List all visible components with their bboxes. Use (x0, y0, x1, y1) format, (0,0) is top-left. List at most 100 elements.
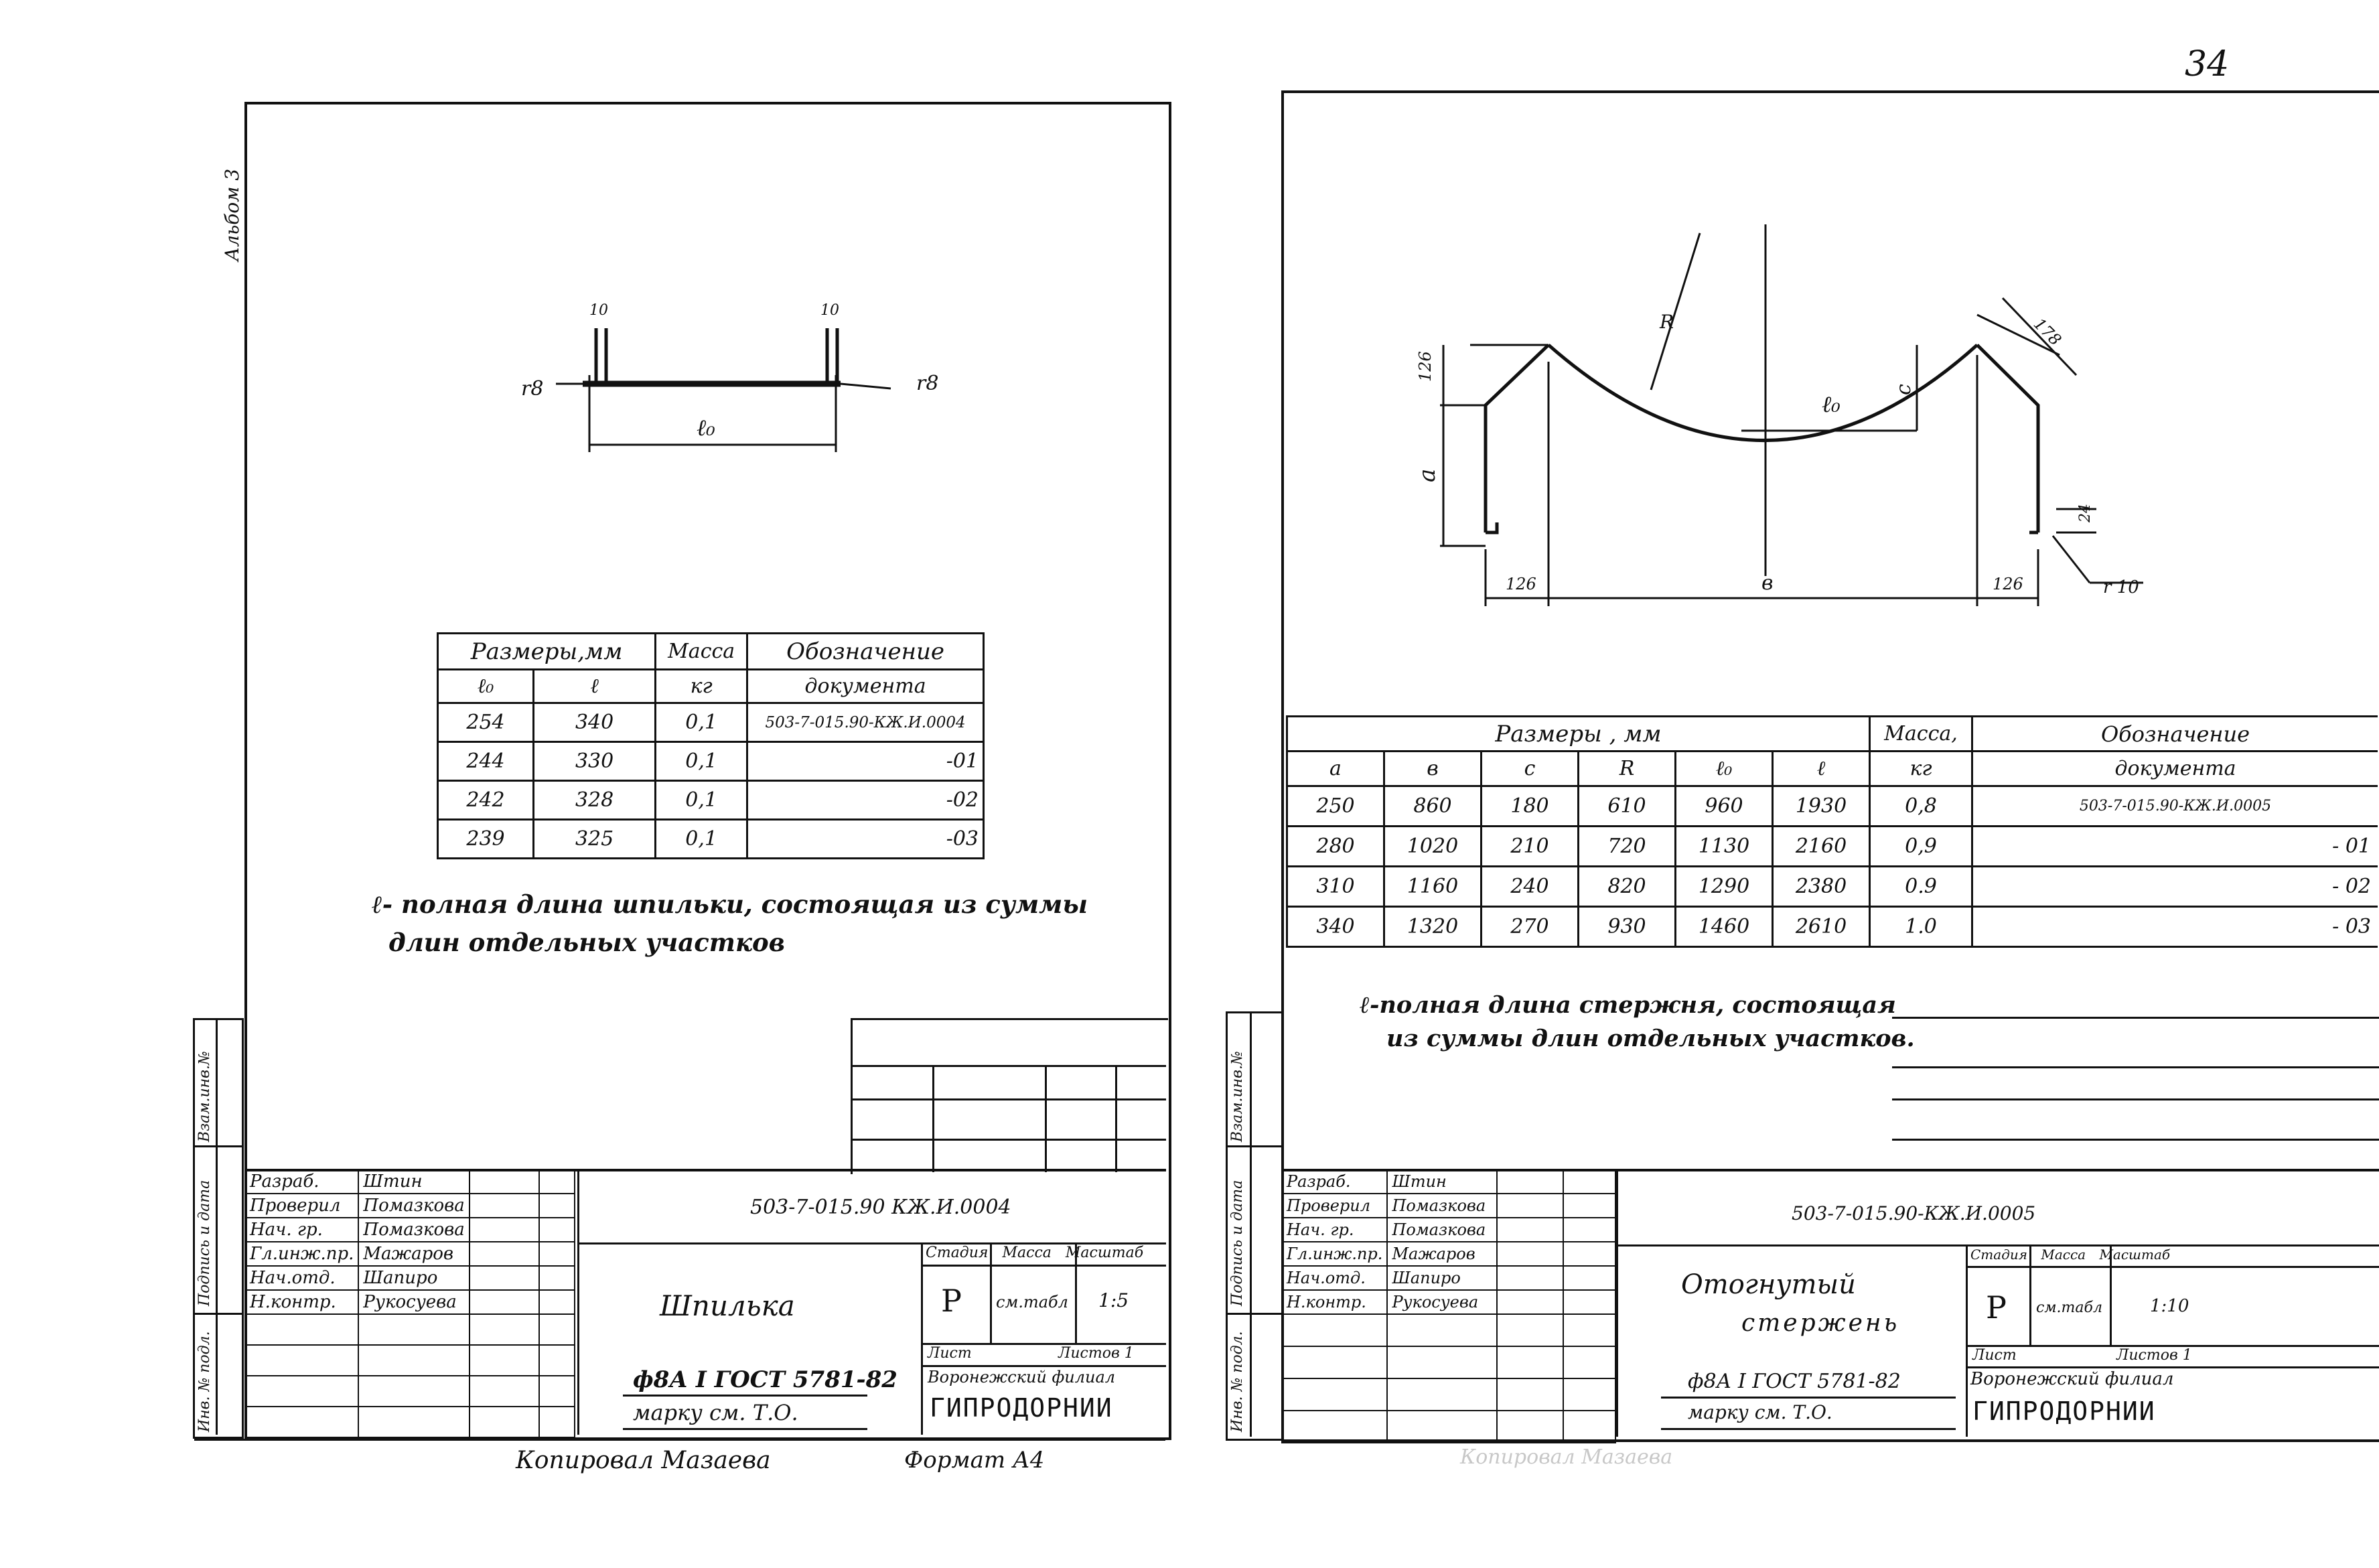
left-th-sizes: Размеры,мм (436, 632, 657, 670)
cell-m: 0,1 (654, 780, 749, 821)
cell-l0: 1460 (1674, 906, 1774, 948)
table-row: Нач. гр. Помазкова (1281, 1217, 1616, 1242)
table-row: Нач.отд. Шапиро (244, 1265, 576, 1291)
left-mass: см.табл (996, 1293, 1068, 1311)
staff-name: Помазкова (1386, 1217, 1498, 1242)
cell-l: 325 (532, 818, 657, 859)
right-note-line1: ℓ-полная длина стержня, состоящая (1360, 991, 1896, 1019)
staff-name: Помазкова (358, 1193, 470, 1218)
staff-role: Разраб. (1281, 1169, 1388, 1194)
left-side-col (216, 1018, 218, 1435)
cell-R: 720 (1577, 825, 1676, 867)
left-th-doc2: документа (746, 668, 985, 704)
right-th-mass: Масса, (1869, 715, 1973, 752)
right-side-inv: Инв. № подл. (1229, 1331, 1246, 1432)
cell-c: 240 (1480, 865, 1579, 908)
cell-b: 860 (1383, 785, 1482, 827)
staff-role: Н.контр. (1281, 1289, 1388, 1315)
left-side-inv: Инв. № подл. (196, 1331, 213, 1432)
cell-l0: 1290 (1674, 865, 1774, 908)
table-row: 340 1320 270 930 1460 2610 1.0 - 03 (1286, 906, 2378, 948)
right-grid-h4 (1892, 1139, 2379, 1141)
left-tb-v1 (921, 1242, 923, 1435)
right-tb-h4 (1966, 1366, 2379, 1368)
staff-name: Помазкова (1386, 1193, 1498, 1218)
cell-l: 328 (532, 780, 657, 821)
staff-role: Гл.инж.пр. (1281, 1241, 1388, 1267)
staff-name: Рукосуева (1386, 1289, 1498, 1315)
right-th-l: ℓ (1772, 750, 1871, 787)
right-side-sign: Подпись и дата (1229, 1180, 1246, 1306)
left-corner-note: Альбом 3 (221, 168, 243, 261)
cell-m: 0,1 (654, 702, 749, 743)
right-change-grid (1892, 1017, 2379, 1171)
left-grid-v3 (1115, 1065, 1117, 1172)
left-side-divider-2 (193, 1313, 244, 1315)
mass-hdr: Масса (1002, 1244, 1052, 1261)
staff-name: Шапиро (1386, 1265, 1498, 1291)
right-spec-table: Размеры , мм Масса, Обозначение a в c R … (1286, 715, 2378, 948)
left-steel-line (623, 1395, 867, 1397)
staff-role: Нач. гр. (1281, 1217, 1388, 1242)
left-th-l0: ℓ₀ (437, 668, 534, 704)
left-scale: 1:5 (1098, 1289, 1129, 1311)
left-titleblock-frame (244, 1169, 1166, 1437)
right-side-divider-2 (1226, 1313, 1282, 1315)
cell-R: 820 (1577, 865, 1676, 908)
footer-format: Формат А4 (904, 1447, 1045, 1474)
cell-m: 0,8 (1869, 785, 1973, 827)
cell-doc: - 02 (1971, 865, 2378, 908)
table-row: 310 1160 240 820 1290 2380 0.9 - 02 (1286, 865, 2378, 908)
cell-a: 310 (1286, 865, 1385, 908)
staff-name: Рукосуева (358, 1289, 470, 1315)
cell-l0: 242 (437, 780, 534, 821)
right-th-l0: ℓ₀ (1674, 750, 1774, 787)
left-side-sign: Подпись и дата (196, 1180, 213, 1306)
cell-b: 1160 (1383, 865, 1482, 908)
cell-c: 270 (1480, 906, 1579, 948)
staff-role: Проверил (1281, 1193, 1388, 1218)
cell-l: 2610 (1772, 906, 1871, 948)
cell-m: 0,9 (1869, 825, 1973, 867)
staff-name: Штин (358, 1169, 470, 1194)
left-steel: ф8А I ГОСТ 5781-82 (633, 1366, 897, 1393)
right-tb-v2 (2029, 1244, 2031, 1345)
cell-l0: 244 (437, 741, 534, 782)
right-grid-h1 (1892, 1017, 2379, 1019)
cell-c: 180 (1480, 785, 1579, 827)
right-th-mass-unit: кг (1869, 750, 1973, 787)
staff-name: Помазкова (358, 1217, 470, 1242)
left-side-vzam: Взам.инв.№ (196, 1051, 213, 1142)
cell-R: 610 (1577, 785, 1676, 827)
table-row: Проверил Помазкова (1281, 1193, 1616, 1218)
table-row: 250 860 180 610 960 1930 0,8 503-7-015.9… (1286, 785, 2378, 827)
staff-role: Нач.отд. (244, 1265, 360, 1291)
right-staff-table: Разраб. Штин Проверил Помазкова Нач. гр.… (1281, 1169, 1616, 1443)
cell-l: 1930 (1772, 785, 1871, 827)
cell-m: 0,1 (654, 741, 749, 782)
cell-doc: -03 (746, 818, 985, 859)
left-tb-h4 (921, 1365, 1166, 1367)
left-spec-table: Размеры,мм Масса Обозначение ℓ₀ ℓ кг док… (436, 632, 985, 859)
right-steel-line (1661, 1397, 1956, 1399)
right-doc-code: 503-7-015.90-КЖ.И.0005 (1792, 1202, 2036, 1224)
left-org2: ГИПРОДОРНИИ (930, 1393, 1113, 1423)
cell-b: 1320 (1383, 906, 1482, 948)
right-titleblock-main (1616, 1169, 2379, 1437)
cell-m: 0.9 (1869, 865, 1973, 908)
staff-name: Мажаров (1386, 1241, 1498, 1267)
left-tb-v3 (1075, 1242, 1077, 1343)
right-tb-v1 (1966, 1244, 1968, 1437)
cell-doc: -01 (746, 741, 985, 782)
table-row: Проверил Помазкова (244, 1193, 576, 1218)
right-mass: см.табл (2036, 1299, 2102, 1316)
cell-l: 330 (532, 741, 657, 782)
footer-right-faded: Копировал Мазаева (1460, 1445, 1673, 1469)
right-mark: марку см. Т.О. (1688, 1401, 1832, 1423)
left-staff-table: Разраб. Штин Проверил Помазкова Нач. гр.… (244, 1169, 576, 1438)
table-row: Гл.инж.пр. Мажаров (244, 1241, 576, 1267)
left-grid-h1 (851, 1065, 1166, 1067)
cell-a: 250 (1286, 785, 1385, 827)
right-scale: 1:10 (2150, 1296, 2189, 1316)
cell-doc: 503-7-015.90-КЖ.И.0004 (746, 702, 985, 743)
